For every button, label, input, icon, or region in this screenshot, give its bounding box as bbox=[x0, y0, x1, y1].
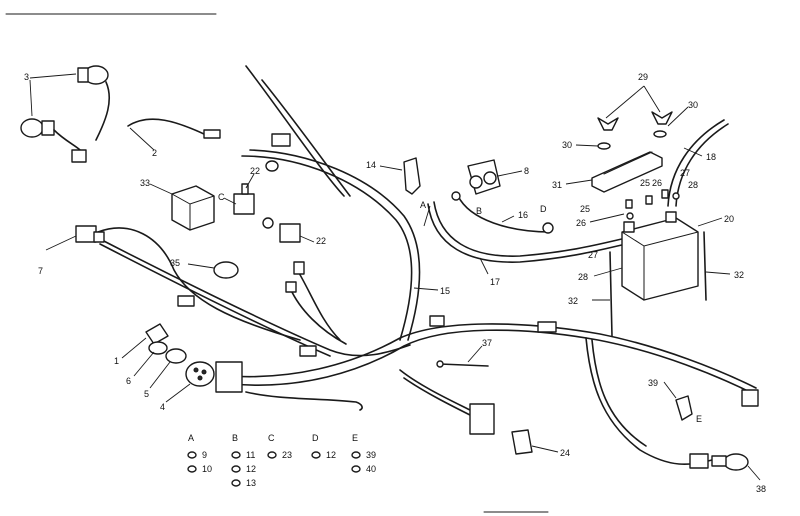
part-24-fuse-holder bbox=[511, 429, 533, 455]
hardware-legend: A9 10 B 11 12 13 C 23 D 12 E 39 40 bbox=[187, 433, 376, 488]
legend-hardware-icon bbox=[351, 465, 361, 473]
callout-label: 1 bbox=[114, 356, 119, 366]
legend-item-label: 39 bbox=[366, 450, 376, 460]
part-30-washer-right bbox=[653, 130, 667, 138]
legend-hardware-icon bbox=[231, 465, 241, 473]
legend-item-label: 12 bbox=[246, 464, 256, 474]
legend-item-label: 11 bbox=[246, 450, 255, 460]
part-17-cable-inner bbox=[427, 203, 627, 263]
callout-label: 37 bbox=[482, 338, 492, 348]
legend-hardware-icon bbox=[231, 479, 241, 487]
callout-label: E bbox=[696, 414, 702, 424]
legend-item-label: 13 bbox=[246, 478, 256, 488]
callout-label: C bbox=[218, 192, 225, 202]
legend-item-label: 12 bbox=[326, 450, 336, 460]
leader-lines bbox=[29, 73, 761, 481]
legend-column-head: B bbox=[232, 433, 238, 443]
callout-label: 27 bbox=[680, 168, 690, 178]
callout-label: 3 bbox=[24, 72, 29, 82]
part-33-module bbox=[171, 185, 215, 231]
callout-label: 17 bbox=[490, 277, 500, 287]
callout-label: B bbox=[476, 206, 482, 216]
main-harness bbox=[97, 65, 759, 469]
legend-item-label: 40 bbox=[366, 464, 376, 474]
part-22-connector-lower bbox=[262, 217, 301, 243]
part-32-rod-right bbox=[703, 231, 707, 301]
callout-label: 24 bbox=[560, 448, 570, 458]
callout-label: D bbox=[540, 204, 547, 214]
legend-column-head: C bbox=[268, 433, 275, 443]
callout-label: 15 bbox=[440, 286, 450, 296]
callout-label: 30 bbox=[688, 100, 698, 110]
legend-item-label: 10 bbox=[202, 464, 212, 474]
part-31-hold-down bbox=[591, 151, 663, 193]
callout-label: 26 bbox=[576, 218, 586, 228]
legend-hardware-icon bbox=[267, 451, 277, 459]
part-2-terminal bbox=[203, 129, 221, 139]
legend-hardware-icon bbox=[187, 451, 197, 459]
callout-label: A bbox=[420, 200, 426, 210]
part-32-rod-left bbox=[609, 251, 613, 337]
callout-label: 33 bbox=[140, 178, 150, 188]
legend-column-head: A bbox=[188, 433, 194, 443]
callout-label: 5 bbox=[144, 389, 149, 399]
legend-item-label: 9 bbox=[202, 450, 207, 460]
part-37-screw-head bbox=[436, 360, 444, 368]
part-39-clamp bbox=[675, 395, 693, 421]
part-2-lead bbox=[127, 118, 205, 135]
legend-hardware-icon bbox=[231, 451, 241, 459]
callout-label: 25 bbox=[640, 178, 650, 188]
part-35-clip bbox=[213, 261, 239, 279]
part-37-screw bbox=[439, 363, 489, 367]
part-18-cable bbox=[667, 119, 725, 207]
part-3-lamp-sockets bbox=[20, 65, 111, 163]
callout-label: 30 bbox=[562, 140, 572, 150]
part-29-wingnuts bbox=[597, 111, 673, 131]
legend-hardware-icon bbox=[311, 451, 321, 459]
callout-label: 4 bbox=[160, 402, 165, 412]
callout-label: 16 bbox=[518, 210, 528, 220]
callout-label: 25 bbox=[580, 204, 590, 214]
part-17-cable bbox=[433, 201, 627, 257]
callout-label: 32 bbox=[568, 296, 578, 306]
legend-hardware-icon bbox=[187, 465, 197, 473]
terminal-hardware-25-28 bbox=[625, 189, 680, 220]
legend-column-head: E bbox=[352, 433, 358, 443]
part-22-connector-upper bbox=[233, 183, 255, 215]
part-1-6-5-4-switch-assembly bbox=[145, 323, 243, 393]
callout-label: 7 bbox=[38, 266, 43, 276]
callout-label: 20 bbox=[724, 214, 734, 224]
callout-label: 22 bbox=[316, 236, 326, 246]
legend-item-label: 23 bbox=[282, 450, 292, 460]
callout-label: 38 bbox=[756, 484, 766, 494]
callout-label: 8 bbox=[524, 166, 529, 176]
callout-label: 22 bbox=[250, 166, 260, 176]
part-14-terminal-boot bbox=[403, 157, 421, 195]
callout-label: 6 bbox=[126, 376, 131, 386]
callout-label: 28 bbox=[578, 272, 588, 282]
part-30-washer-left bbox=[597, 142, 611, 150]
callout-label: 2 bbox=[152, 148, 157, 158]
callout-label: 32 bbox=[734, 270, 744, 280]
callout-label: 29 bbox=[638, 72, 648, 82]
callout-label: 39 bbox=[648, 378, 658, 388]
callout-label: 26 bbox=[652, 178, 662, 188]
callout-label: 14 bbox=[366, 160, 376, 170]
part-38-ring-terminal bbox=[711, 453, 749, 471]
callout-label: 18 bbox=[706, 152, 716, 162]
part-20-battery bbox=[621, 211, 699, 301]
callout-label: 28 bbox=[688, 180, 698, 190]
legend-hardware-icon bbox=[351, 451, 361, 459]
callout-label: 31 bbox=[552, 180, 562, 190]
part-8-solenoid bbox=[451, 159, 554, 234]
callout-label: 35 bbox=[170, 258, 180, 268]
legend-column-head: D bbox=[312, 433, 319, 443]
part-7-connector bbox=[75, 225, 105, 243]
callout-label: 27 bbox=[588, 250, 598, 260]
